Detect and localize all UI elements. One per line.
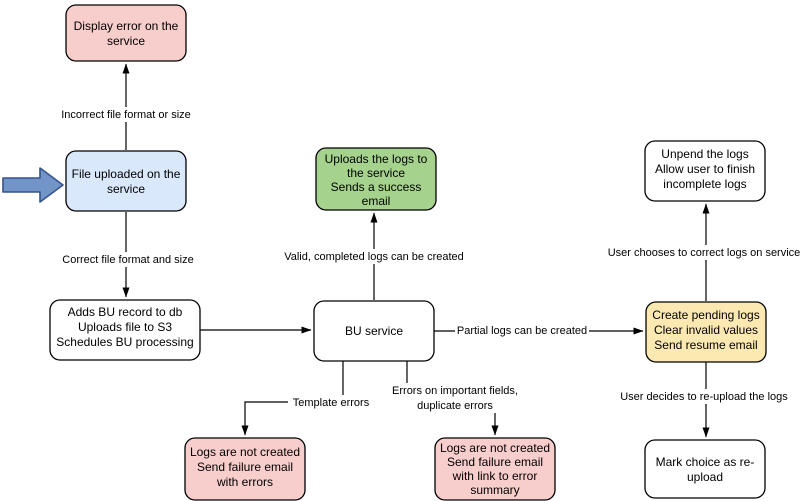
label-bg [455, 323, 589, 338]
edge-label-field-errors-line1: Errors on important fields, [392, 385, 518, 397]
edge-label-field-errors-line2: duplicate errors [417, 400, 493, 412]
node-logs-not-created-errors-shape [184, 437, 306, 501]
node-logs-not-created-summary-shape [434, 437, 556, 501]
node-text: incomplete logs [663, 177, 746, 191]
node-text: Create pending logs [652, 308, 759, 322]
node-uploads-logs: Uploads the logs to the service Sends a … [315, 147, 437, 211]
node-bu-service: BU service [313, 300, 435, 362]
node-text: Logs are not created [190, 445, 300, 459]
node-display-error-shape [65, 4, 187, 62]
label-bg [61, 252, 195, 267]
node-adds-bu-record-shape [49, 299, 201, 361]
node-text: service [107, 34, 145, 48]
node-text: Mark choice as re- [656, 455, 755, 469]
node-logs-not-created-summary: Logs are not created Send failure email … [434, 437, 556, 501]
node-text: Display error on the [74, 19, 179, 33]
node-logs-not-created-errors: Logs are not created Send failure email … [184, 437, 306, 501]
node-text: Uploads file to S3 [78, 320, 172, 334]
entry-arrow-icon [2, 167, 64, 203]
label-bg [387, 383, 523, 413]
node-text: Schedules BU processing [56, 335, 193, 349]
node-text: upload [687, 470, 723, 484]
node-display-error: Display error on the service [65, 4, 187, 62]
node-text: Sends a success [331, 180, 422, 194]
node-text: service [107, 182, 145, 196]
node-text: Adds BU record to db [68, 305, 183, 319]
label-bg [617, 389, 791, 404]
node-text: File uploaded on the [72, 167, 181, 181]
nodes: Display error on the service File upload… [2, 4, 767, 501]
node-text: with link to error [452, 469, 538, 483]
edge-label-valid-logs: Valid, completed logs can be created [284, 251, 464, 263]
node-unpend-logs: Unpend the logs Allow user to finish inc… [644, 140, 766, 202]
label-bg [59, 107, 193, 122]
edge-label-incorrect-format: Incorrect file format or size [61, 109, 191, 121]
label-bg [281, 249, 467, 264]
node-text: Unpend the logs [661, 147, 748, 161]
node-file-uploaded-shape [65, 150, 187, 212]
node-text: the service [347, 166, 405, 180]
node-text: Send failure email [197, 460, 293, 474]
node-text: Logs are not created [440, 441, 550, 455]
node-text: email [362, 194, 391, 208]
node-text: Send failure email [447, 455, 543, 469]
node-adds-bu-record: Adds BU record to db Uploads file to S3 … [49, 299, 201, 361]
node-text: BU service [345, 324, 403, 338]
node-create-pending-shape [645, 301, 767, 363]
node-bu-service-shape [313, 300, 435, 362]
node-uploads-logs-shape [315, 147, 437, 211]
node-unpend-logs-shape [644, 140, 766, 202]
edge-label-partial-logs: Partial logs can be created [457, 325, 587, 337]
node-create-pending: Create pending logs Clear invalid values… [645, 301, 767, 363]
label-bg [605, 245, 801, 260]
node-text: Send resume email [654, 338, 757, 352]
label-bg [288, 395, 374, 410]
edge-labels: Incorrect file format or size Correct fi… [61, 109, 800, 412]
node-text: Uploads the logs to [325, 152, 428, 166]
node-text: summary [470, 483, 519, 497]
node-text: with errors [216, 475, 273, 489]
edge-label-correct-on-service: User chooses to correct logs on service [608, 247, 801, 259]
node-mark-reupload: Mark choice as re- upload [644, 439, 766, 499]
edge-label-reupload: User decides to re-upload the logs [620, 391, 788, 403]
node-mark-reupload-shape [644, 439, 766, 499]
node-text: Clear invalid values [654, 323, 758, 337]
edge-label-backgrounds [59, 107, 801, 413]
node-file-uploaded: File uploaded on the service [65, 150, 187, 212]
node-text: Allow user to finish [655, 162, 755, 176]
edge-label-correct-format: Correct file format and size [62, 254, 193, 266]
edge-label-template-errors: Template errors [293, 397, 370, 409]
